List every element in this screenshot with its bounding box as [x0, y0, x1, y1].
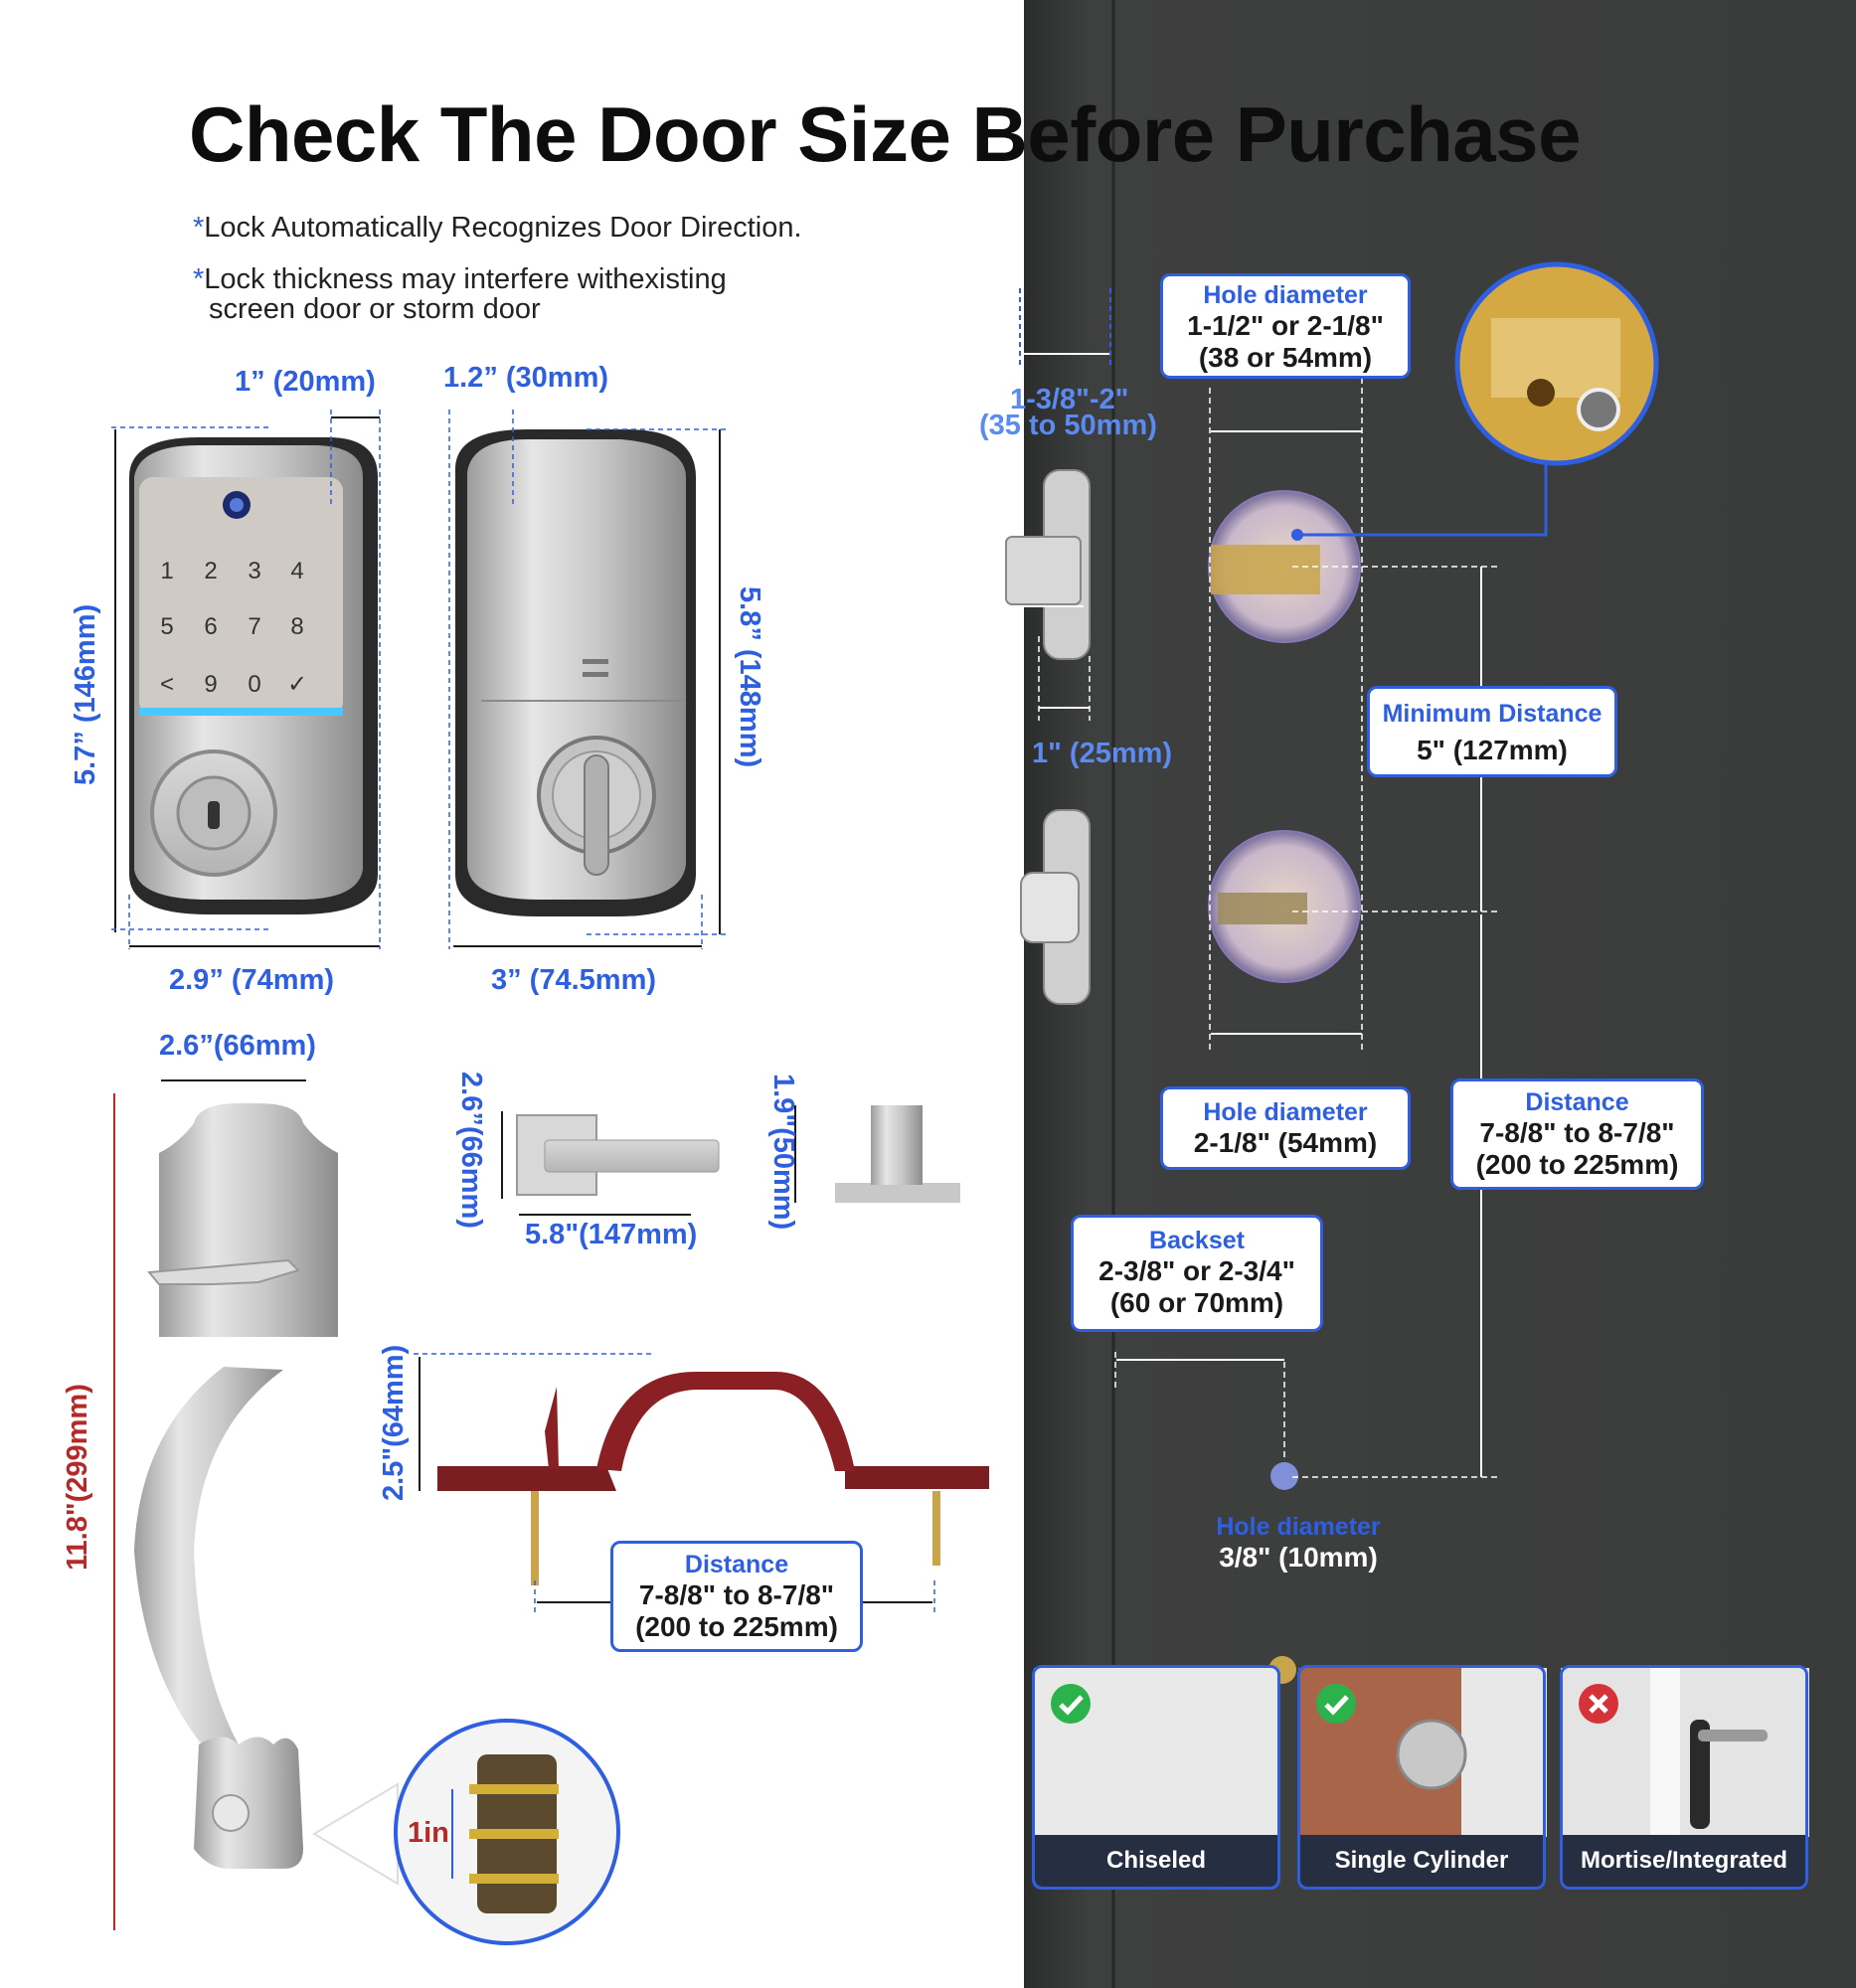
side-height-label: 2.5"(64mm) [378, 1344, 410, 1501]
small-hole-label: Hole diameter 3/8" (10mm) [1189, 1513, 1408, 1574]
check-icon [1316, 1684, 1356, 1724]
handleset-top-width-label: 2.6”(66mm) [159, 1030, 316, 1062]
keypad-lock-drawing [129, 437, 378, 914]
door-distance-value-2: (200 to 225mm) [1475, 1149, 1679, 1180]
door-type-card-single-cylinder: Single Cylinder [1297, 1665, 1546, 1890]
backset-title: Backset [1149, 1227, 1245, 1254]
back-width-label: 3” (74.5mm) [491, 964, 657, 996]
handleset-distance-box: Distance 7-8/8" to 8-7/8" (200 to 225mm) [610, 1541, 863, 1652]
bore-holes [1208, 490, 1361, 1684]
backset-value-1: 2-3/8" or 2-3/4" [1098, 1255, 1295, 1286]
distance-value-2: (200 to 225mm) [635, 1611, 838, 1642]
hole-bottom-value: 2-1/8" (54mm) [1193, 1127, 1378, 1158]
key: < [160, 671, 174, 698]
note-lock-thickness-cont: screen door or storm door [209, 293, 541, 325]
distance-title: Distance [684, 1551, 789, 1578]
rose-height-label: 1.9"(50mm) [767, 1074, 799, 1231]
key: ✓ [287, 671, 307, 698]
lever-width-label: 5.8"(147mm) [525, 1219, 698, 1250]
hole-top-value-2: (38 or 54mm) [1198, 342, 1373, 373]
key: 1 [160, 558, 173, 584]
small-hole-title: Hole diameter [1216, 1513, 1381, 1541]
back-dim-lines [453, 429, 721, 947]
latch-plates [1005, 469, 1091, 1005]
hole-top-value-1: 1-1/2" or 2-1/8" [1187, 310, 1384, 341]
distance-value-1: 7-8/8" to 8-7/8" [638, 1579, 835, 1610]
page-title: Check The Door Size Before Purchase [189, 90, 1581, 178]
door-distance-title: Distance [1525, 1088, 1629, 1116]
check-icon [1051, 1684, 1091, 1724]
keypad-dim-lines [114, 416, 380, 947]
door-distance-value-1: 7-8/8" to 8-7/8" [1479, 1117, 1675, 1148]
cross-icon [1579, 1684, 1618, 1724]
min-distance-value: 5" (127mm) [1417, 735, 1568, 765]
hole-top-box: Hole diameter 1-1/2" or 2-1/8" (38 or 54… [1160, 273, 1411, 379]
door-thickness-dash [1019, 288, 1111, 368]
door-thickness-mm-label: (35 to 50mm) [979, 410, 1157, 441]
door-distance-box: Distance 7-8/8" to 8-7/8" (200 to 225mm) [1450, 1078, 1704, 1190]
min-distance-title: Minimum Distance [1382, 700, 1603, 728]
rose-drawing [835, 1105, 960, 1203]
back-dash-lines [448, 410, 726, 949]
key: 3 [248, 558, 260, 584]
handleset-height-label: 11.8"(299mm) [62, 1384, 93, 1571]
keypad-keys: 1 2 3 4 5 6 7 8 < 9 0 ✓ [160, 558, 307, 698]
door-type-label: Mortise/Integrated [1563, 1835, 1805, 1887]
key: 6 [204, 613, 217, 640]
key: 7 [248, 613, 260, 640]
door-thickness-label: 1-3/8"-2" [1010, 384, 1129, 415]
door-dim-lines [1004, 353, 1482, 1477]
door-type-card-chiseled: Chiseled [1032, 1665, 1280, 1890]
zoom-connector-line [1297, 462, 1548, 537]
min-distance-box: Minimum Distance 5" (127mm) [1367, 686, 1617, 777]
side-dash-lines [414, 1353, 935, 1615]
key: 0 [248, 671, 260, 698]
lever-dim-lines [501, 1105, 796, 1216]
keypad-depth-label: 1” (20mm) [235, 366, 376, 398]
latch-width-label: 1" (25mm) [1032, 738, 1173, 769]
keypad-width-label: 2.9” (74mm) [169, 964, 335, 996]
keypad-height-label: 5.7” (146mm) [70, 603, 101, 785]
door-type-card-mortise: Mortise/Integrated [1560, 1665, 1808, 1890]
lever-drawing [516, 1114, 720, 1196]
handleset-drawing [134, 1103, 338, 1869]
small-hole-value: 3/8" (10mm) [1219, 1542, 1378, 1573]
back-height-label: 5.8” (148mm) [734, 586, 765, 768]
note-door-direction: *Lock Automatically Recognizes Door Dire… [193, 212, 802, 244]
screw-zoom-bubble [312, 1719, 620, 1945]
note-lock-thickness: *Lock thickness may interfere withexisti… [193, 263, 727, 295]
key: 4 [290, 558, 303, 584]
door-type-label: Chiseled [1035, 1835, 1277, 1887]
lever-height-label: 2.6”(66mm) [455, 1072, 487, 1229]
back-depth-label: 1.2” (30mm) [443, 362, 609, 394]
key: 8 [290, 613, 303, 640]
backset-box: Backset 2-3/8" or 2-3/4" (60 or 70mm) [1071, 1215, 1323, 1332]
hole-bottom-title: Hole diameter [1203, 1098, 1368, 1126]
back-lock-drawing [455, 429, 696, 916]
hole-bottom-box: Hole diameter 2-1/8" (54mm) [1160, 1086, 1411, 1170]
key: 2 [204, 558, 217, 584]
hole-top-title: Hole diameter [1203, 281, 1368, 309]
door-type-label: Single Cylinder [1300, 1835, 1543, 1887]
zoom-circle-latch [1454, 261, 1659, 466]
door-dash-lines [1038, 378, 1501, 1478]
backset-value-2: (60 or 70mm) [1109, 1287, 1284, 1318]
screw-dim-label: 1in [408, 1817, 449, 1849]
handle-side-drawing [437, 1372, 989, 1585]
key: 9 [204, 671, 217, 698]
key: 5 [160, 613, 173, 640]
keypad-dash-lines [111, 410, 381, 949]
